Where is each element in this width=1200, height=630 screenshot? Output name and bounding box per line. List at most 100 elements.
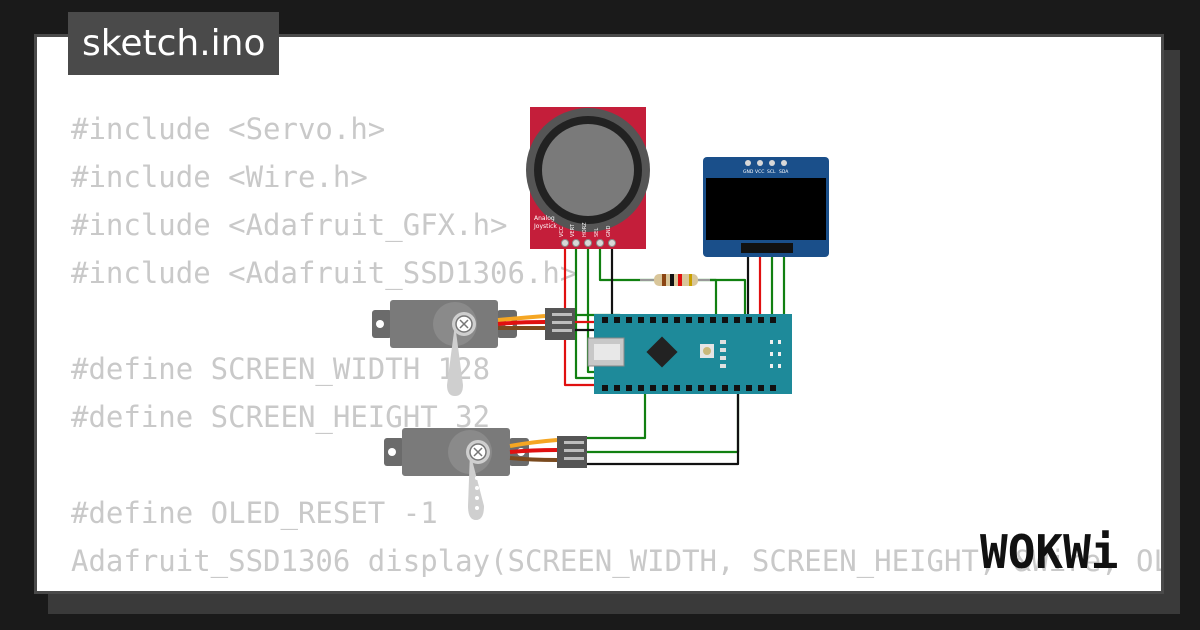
arduino-header-pin[interactable] — [602, 385, 608, 391]
joystick-label-2: Joystick — [533, 223, 557, 230]
joystick-pin-vcc[interactable] — [561, 239, 569, 247]
code-line: #include <Adafruit_SSD1306.h> — [71, 256, 578, 290]
servo-horn-holes — [475, 476, 479, 510]
arduino-header-pin[interactable] — [662, 317, 668, 323]
microcontroller-chip — [646, 336, 678, 368]
arduino-header-pin[interactable] — [746, 317, 752, 323]
arduino-icsp — [770, 340, 781, 368]
arduino-header-pin[interactable] — [674, 385, 680, 391]
arduino-header-pin[interactable] — [614, 385, 620, 391]
code-line: #include <Wire.h> — [71, 160, 368, 194]
arduino-header-pin[interactable] — [614, 317, 620, 323]
oled-pin-scl[interactable] — [769, 160, 775, 166]
code-line: #define SCREEN_WIDTH 128 — [71, 352, 491, 386]
arduino-header-pin[interactable] — [686, 385, 692, 391]
oled-pin-sda[interactable] — [781, 160, 787, 166]
arduino-header-pin[interactable] — [674, 317, 680, 323]
joystick-pin-sel[interactable] — [596, 239, 604, 247]
arduino-header-top — [602, 317, 776, 323]
arduino-board — [594, 314, 792, 394]
servo-motor-1[interactable] — [372, 300, 575, 396]
arduino-header-pin[interactable] — [710, 385, 716, 391]
arduino-header-pin[interactable] — [734, 385, 740, 391]
code-line: #include <Servo.h> — [71, 112, 386, 146]
servo-wire-ground — [509, 456, 558, 462]
arduino-header-pin[interactable] — [770, 385, 776, 391]
servo-screw-cross-icon — [459, 319, 469, 329]
servo-motor-2[interactable] — [384, 428, 587, 520]
arduino-header-pin[interactable] — [734, 317, 740, 323]
resistor-band — [689, 274, 692, 286]
servo-wire-power — [497, 320, 546, 326]
wire-green-resistor[interactable] — [710, 278, 718, 318]
joystick-pin-label: SEL — [594, 228, 600, 237]
servo-horn[interactable] — [447, 324, 463, 396]
code-line: #include <Adafruit_GFX.h> — [71, 208, 508, 242]
servo-wire-power — [509, 448, 558, 454]
joystick-knob[interactable] — [542, 124, 634, 216]
joystick-pin-label: VCC — [559, 226, 565, 237]
code-line: Adafruit_SSD1306 display(SCREEN_WIDTH, S… — [71, 544, 1161, 578]
wokwi-logo-text: WOKWi — [980, 526, 1118, 576]
resistor-band — [670, 274, 674, 286]
arduino-header-pin[interactable] — [698, 317, 704, 323]
servo-horn[interactable] — [468, 452, 484, 520]
servo-mount-hole — [376, 320, 384, 328]
joystick-pin-horz[interactable] — [584, 239, 592, 247]
resistor-band — [678, 274, 682, 286]
arduino-header-pin[interactable] — [650, 385, 656, 391]
arduino-header-pin[interactable] — [770, 317, 776, 323]
joystick-pin-label: VERT — [570, 223, 576, 237]
file-tab[interactable]: sketch.ino — [68, 12, 280, 75]
oled-pin-label: VCC — [755, 169, 764, 175]
arduino-header-pin[interactable] — [722, 385, 728, 391]
joystick-pin-label: HORZ — [582, 222, 588, 237]
code-line: #define SCREEN_HEIGHT 32 — [71, 400, 491, 434]
servo-wire-signal — [497, 314, 546, 322]
usb-port — [594, 344, 620, 360]
resistor-band — [662, 274, 666, 286]
oled-pin-label: SDA — [779, 169, 789, 175]
code-preview: #include <Servo.h> #include <Wire.h> #incl… — [71, 105, 1161, 585]
arduino-header-pin[interactable] — [710, 317, 716, 323]
oled-pin-vcc[interactable] — [757, 160, 763, 166]
oled-pin-label: GND — [743, 169, 754, 175]
joystick-pin-label: GND — [606, 225, 612, 237]
oled-pin-gnd[interactable] — [745, 160, 751, 166]
oled-screen — [706, 178, 826, 240]
arduino-header-pin[interactable] — [626, 317, 632, 323]
arduino-header-pin[interactable] — [638, 385, 644, 391]
arduino-header-pin[interactable] — [650, 317, 656, 323]
oled-pin-label: SCL — [767, 169, 776, 175]
arduino-header-pin[interactable] — [758, 317, 764, 323]
resistor[interactable] — [640, 274, 710, 286]
joystick-pins — [561, 239, 616, 247]
joystick-pin-vert[interactable] — [572, 239, 580, 247]
code-line: #define OLED_RESET -1 — [71, 496, 438, 530]
joystick-label-1: Analog — [534, 215, 555, 222]
analog-joystick[interactable]: Analog Joystick VCC VERT HORZ SEL GND — [526, 107, 650, 249]
arduino-header-pin[interactable] — [758, 385, 764, 391]
servo-screw-cross-icon — [473, 447, 483, 457]
wire-green-servo2-signal[interactable] — [587, 385, 647, 440]
wokwi-logo[interactable]: WOKWi — [978, 526, 1150, 576]
arduino-header-pin[interactable] — [662, 385, 668, 391]
reset-button-cap[interactable] — [703, 347, 711, 355]
wire-green-servo2-vcc[interactable] — [587, 385, 740, 454]
arduino-header-pin[interactable] — [626, 385, 632, 391]
arduino-header-pin[interactable] — [746, 385, 752, 391]
arduino-nano[interactable] — [587, 314, 792, 394]
arduino-header-pin[interactable] — [722, 317, 728, 323]
arduino-header-pin[interactable] — [602, 317, 608, 323]
arduino-header-pin[interactable] — [686, 317, 692, 323]
arduino-leds — [720, 340, 726, 368]
arduino-header-bottom — [602, 385, 776, 391]
oled-display[interactable]: GND VCC SCL SDA — [703, 157, 829, 257]
arduino-header-pin[interactable] — [698, 385, 704, 391]
joystick-pin-gnd[interactable] — [608, 239, 616, 247]
servo-mount-hole — [388, 448, 396, 456]
oled-ribbon — [741, 243, 793, 253]
servo-wire-signal — [509, 438, 558, 448]
arduino-header-pin[interactable] — [638, 317, 644, 323]
